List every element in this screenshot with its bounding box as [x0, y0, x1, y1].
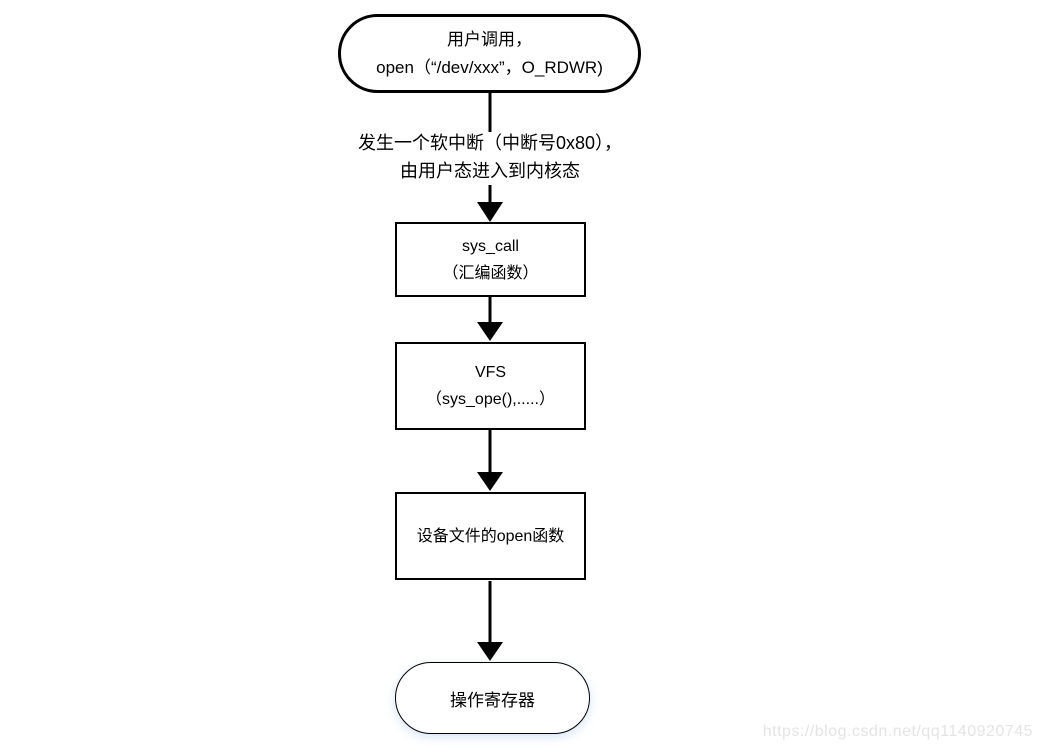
edge-label-soft-interrupt: 发生一个软中断（中断号0x80）， 由用户态进入到内核态 [290, 129, 690, 185]
node-device-open: 设备文件的open函数 [395, 492, 586, 580]
watermark-url: https://blog.csdn.net/qq1140920745 [762, 723, 1033, 740]
arrow-vfs-to-deviceopen [477, 430, 503, 491]
node-vfs-line1: VFS [474, 364, 507, 381]
node-sys-call-line1: sys_call [462, 237, 519, 255]
node-vfs-line2: （sys_ope(),.....） [426, 391, 555, 408]
edge-label-line2: 由用户态进入到内核态 [400, 161, 580, 181]
node-sys-call-line2: （汇编函数） [442, 264, 539, 282]
node-start-line2: open（“/dev/xxx”，O_RDWR) [376, 57, 603, 77]
node-device-open-text: 设备文件的open函数 [416, 527, 565, 545]
node-end-text: 操作寄存器 [450, 690, 535, 710]
node-start-user-call: 用户调用， open（“/dev/xxx”，O_RDWR) [338, 14, 641, 93]
arrow-deviceopen-to-end [477, 581, 503, 661]
node-end-operate-registers: 操作寄存器 [395, 662, 590, 734]
node-sys-call: sys_call （汇编函数） [395, 222, 586, 297]
edge-label-line1: 发生一个软中断（中断号0x80）， [357, 133, 623, 153]
arrow-label-to-syscall [477, 185, 503, 222]
node-vfs: VFS （sys_ope(),.....） [395, 342, 586, 430]
arrow-syscall-to-vfs [477, 297, 503, 341]
node-start-line1: 用户调用， [447, 29, 532, 49]
